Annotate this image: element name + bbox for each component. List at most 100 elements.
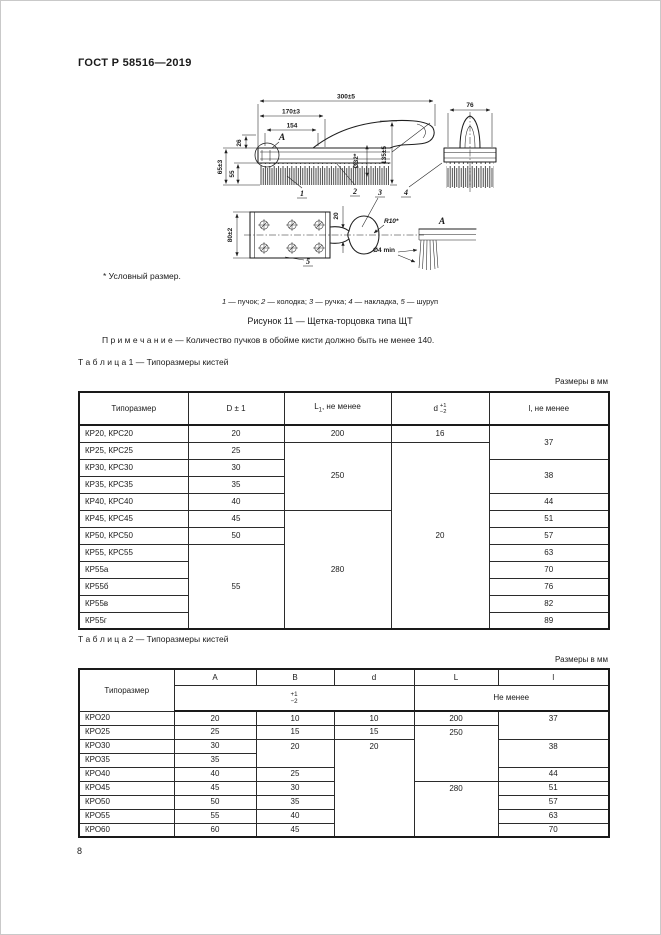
table1-header-row: Типоразмер D ± 1 L1, не менее d+1−2 l, н…: [78, 391, 610, 426]
tolerance-header: +1−2: [173, 684, 415, 712]
cell: 63: [497, 808, 610, 824]
cell: 280: [283, 509, 392, 630]
table2-header-row: Типоразмер А В d L l: [78, 668, 610, 712]
min-header: Не менее: [413, 684, 610, 712]
cell: 35: [187, 475, 285, 494]
table2-subheader-row: +1−2 Не менее: [79, 684, 610, 712]
table2-units: Размеры в мм: [555, 655, 608, 664]
cell: 51: [488, 509, 610, 528]
top-view: 80±2 20 R10*: [227, 206, 424, 267]
cell: КР40, КРС40: [78, 492, 189, 511]
cell: 76: [488, 577, 610, 596]
cell: 37: [488, 424, 610, 460]
callout-1: 1: [300, 189, 304, 198]
legend-item: 3 — ручка;: [309, 297, 349, 306]
cell: 60: [173, 822, 257, 838]
table1-units: Размеры в мм: [555, 377, 608, 386]
figure-note: П р и м е ч а н и е — Количество пучков …: [102, 335, 435, 345]
cell: КРО35: [78, 752, 175, 768]
column-header-l1: L1, не менее: [283, 391, 392, 426]
cell: 38: [497, 738, 610, 768]
dim-170: 170±3: [282, 109, 300, 116]
table1-title: Т а б л и ц а 1 — Типоразмеры кистей: [78, 357, 229, 367]
cell: КРО25: [78, 724, 175, 740]
page-number: 8: [77, 846, 83, 856]
cell: КР55, КРС55: [78, 543, 189, 562]
cell: КР20, КРС20: [78, 424, 189, 443]
cell: 70: [497, 822, 610, 838]
cell: 45: [255, 822, 335, 838]
cell: КРО55: [78, 808, 175, 824]
table1: Типоразмер D ± 1 L1, не менее d+1−2 l, н…: [78, 391, 610, 630]
column-header-L: L: [413, 668, 499, 686]
cell: 20: [390, 441, 490, 630]
callout-5: 5: [306, 257, 310, 266]
cell: 57: [488, 526, 610, 545]
cell: КРО60: [78, 822, 175, 838]
cell: 51: [497, 780, 610, 796]
cell: 200: [413, 710, 499, 726]
dim-55: 55: [229, 170, 236, 178]
cell: 20: [255, 738, 335, 768]
dim-135: 135±5: [381, 146, 388, 164]
cell: 16: [390, 424, 490, 443]
cell: КР30, КРС30: [78, 458, 189, 477]
cell: 50: [187, 526, 285, 545]
figure-caption: Рисунок 11 — Щетка-торцовка типа ЩТ: [247, 316, 413, 326]
figure-drawing: 300±5 170±3 154 26 65±3 55: [217, 94, 497, 271]
cell: 30: [255, 780, 335, 796]
cell: 44: [497, 766, 610, 782]
dim-80: 80±2: [227, 227, 234, 242]
cell: 20: [333, 738, 415, 838]
cell: КР25, КРС25: [78, 441, 189, 460]
dim-dia4: Ø4 min: [373, 247, 395, 254]
column-header-b: В: [255, 668, 335, 686]
cell: 45: [173, 780, 257, 796]
column-header-a: А: [173, 668, 257, 686]
cell: 82: [488, 594, 610, 613]
cell: 70: [488, 560, 610, 579]
legend-item: 2 — колодка;: [261, 297, 309, 306]
callout-4: 4: [403, 188, 408, 197]
main-view: 300±5 170±3 154 26 65±3 55: [217, 94, 443, 228]
cell: 250: [283, 441, 392, 511]
cell: 50: [173, 794, 257, 810]
cell: 40: [173, 766, 257, 782]
cell: КР45, КРС45: [78, 509, 189, 528]
cell: 37: [497, 710, 610, 740]
dim-r10: R10*: [384, 218, 399, 225]
column-header-d: d+1−2: [390, 391, 490, 426]
cell: КР35, КРС35: [78, 475, 189, 494]
cell: КР55а: [78, 560, 189, 579]
standard-number: ГОСТ Р 58516—2019: [78, 57, 192, 69]
cell: 55: [187, 543, 285, 630]
legend-item: 1 — пучок;: [221, 297, 262, 306]
cell: 40: [187, 492, 285, 511]
cell: КРО20: [78, 710, 175, 726]
column-header-d1: D ± 1: [187, 391, 285, 426]
cell: 89: [488, 611, 610, 630]
cell: 63: [488, 543, 610, 562]
cell: 20: [187, 424, 285, 443]
table2-title: Т а б л и ц а 2 — Типоразмеры кистей: [78, 634, 229, 644]
table2: Типоразмер А В d L l +1−2 Не менее КРО20…: [78, 668, 610, 838]
cell: КРО50: [78, 794, 175, 810]
callout-3: 3: [377, 188, 382, 197]
cell: КРО45: [78, 780, 175, 796]
cell: 15: [255, 724, 335, 740]
detail-a-callout: A: [278, 133, 285, 143]
dim-26: 26: [236, 139, 243, 147]
dim-neck-20: 20: [333, 212, 340, 220]
figure-legend: 1 — пучок; 2 — колодка; 3 — ручка; 4 — н…: [70, 297, 590, 306]
cell: 57: [497, 794, 610, 810]
cell: 55: [173, 808, 257, 824]
